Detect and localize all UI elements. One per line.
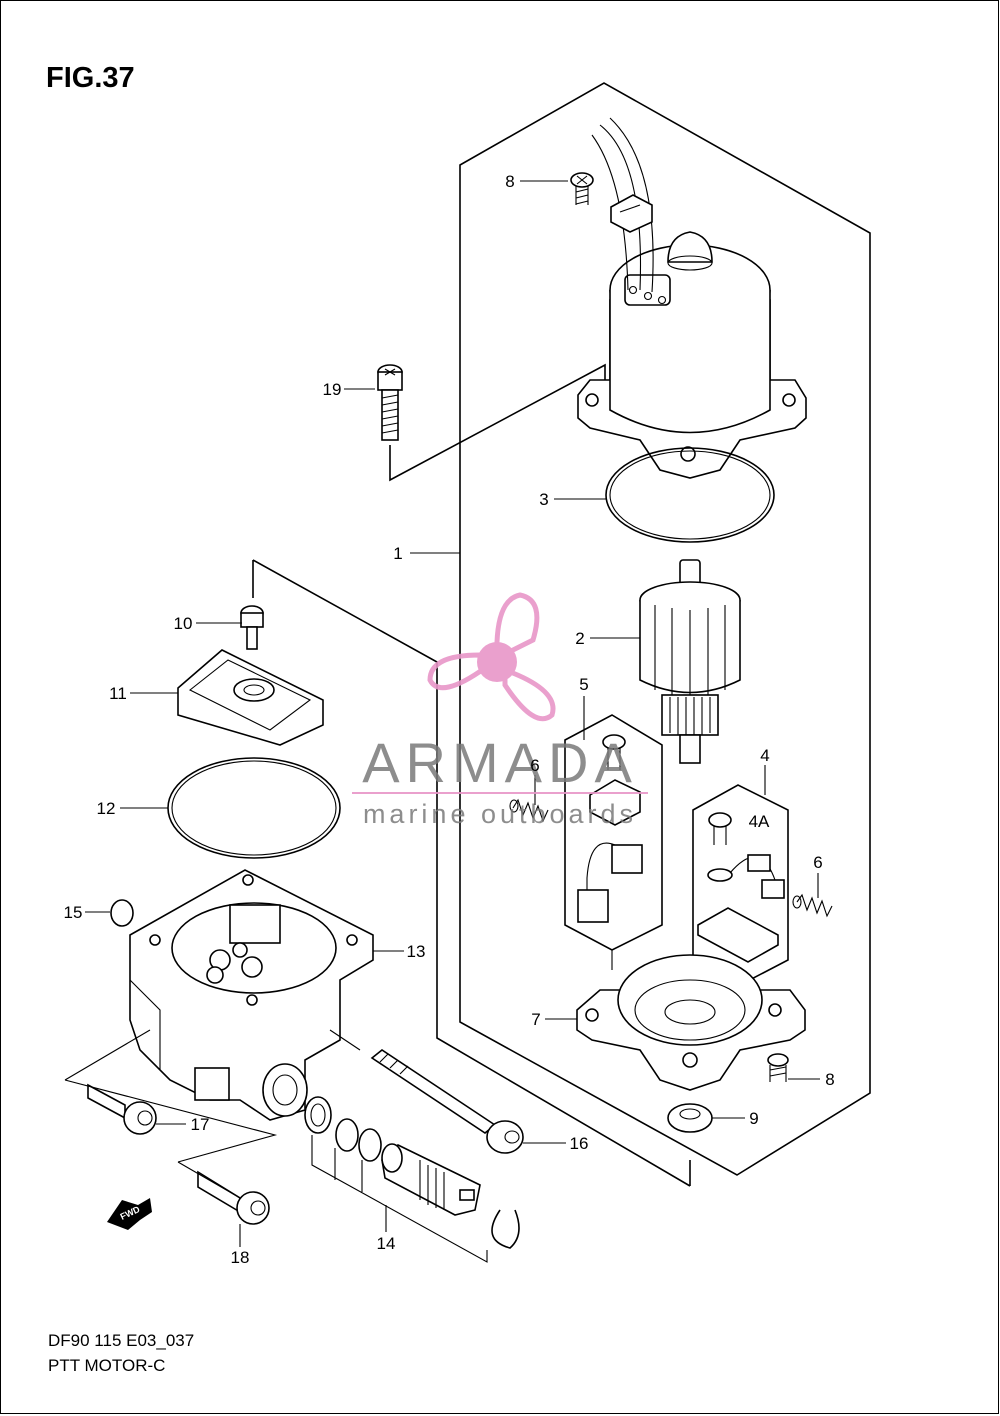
callout-12: 12 bbox=[97, 799, 116, 818]
callout-6: 6 bbox=[530, 756, 539, 775]
reservoir-cap-11 bbox=[177, 649, 324, 746]
callout-6: 6 bbox=[813, 853, 822, 872]
assembly-boundary-inner bbox=[436, 662, 691, 1187]
motor-housing bbox=[577, 117, 807, 479]
callout-8: 8 bbox=[505, 172, 514, 191]
callout-8: 8 bbox=[825, 1070, 834, 1089]
callout-14: 14 bbox=[377, 1234, 396, 1253]
bolt-18 bbox=[197, 1170, 270, 1225]
drawing-name: PTT MOTOR-C bbox=[48, 1356, 166, 1375]
screw-8-bottom bbox=[767, 1053, 789, 1082]
brush-holder-4 bbox=[692, 784, 789, 1010]
bolt-leader-lines bbox=[64, 1029, 278, 1196]
callout-2: 2 bbox=[575, 629, 584, 648]
callout-10: 10 bbox=[174, 614, 193, 633]
bolt-19 bbox=[377, 364, 403, 441]
propeller-icon bbox=[427, 592, 556, 722]
end-housing-7 bbox=[576, 954, 806, 1091]
assembly-bracket-left bbox=[252, 559, 438, 667]
callout-3: 3 bbox=[539, 490, 548, 509]
bolt19-leader-frame bbox=[389, 363, 606, 482]
callout-7: 7 bbox=[531, 1010, 540, 1029]
callout-4: 4 bbox=[760, 746, 769, 765]
spring-6-right bbox=[792, 893, 833, 918]
forward-arrow-icon: FWD bbox=[107, 1198, 152, 1230]
assembly-boundary-outer bbox=[459, 82, 871, 1176]
callout-16: 16 bbox=[570, 1134, 589, 1153]
bolt-17 bbox=[87, 1083, 157, 1135]
callout-leaders bbox=[85, 180, 820, 1247]
brush-holder-5 bbox=[564, 714, 663, 970]
callout-1: 1 bbox=[393, 544, 402, 563]
bolt-16 bbox=[370, 1049, 524, 1154]
callout-19: 19 bbox=[323, 380, 342, 399]
o-ring-3 bbox=[605, 447, 775, 543]
valve-assembly-14 bbox=[304, 1096, 520, 1263]
figure-title: FIG.37 bbox=[46, 62, 135, 94]
spring-6-left bbox=[509, 798, 549, 823]
pin-10 bbox=[240, 605, 264, 650]
callout-4A: 4A bbox=[749, 812, 770, 831]
grommet-9 bbox=[667, 1103, 713, 1133]
drawing-code: DF90 115 E03_037 bbox=[48, 1331, 195, 1350]
o-ring-12 bbox=[167, 757, 341, 859]
callout-5: 5 bbox=[579, 675, 588, 694]
screw-8-top bbox=[570, 172, 594, 205]
armature-2 bbox=[639, 559, 741, 764]
callout-18: 18 bbox=[231, 1248, 250, 1267]
callout-13: 13 bbox=[407, 942, 426, 961]
callout-17: 17 bbox=[191, 1115, 210, 1134]
o-ring-15 bbox=[110, 899, 134, 927]
armada-logo-tagline: marine outboards bbox=[363, 799, 637, 829]
armada-logo bbox=[427, 592, 556, 722]
pump-body-13 bbox=[129, 869, 374, 1121]
callout-9: 9 bbox=[749, 1109, 758, 1128]
armada-logo-wordmark: ARMADA bbox=[362, 731, 638, 794]
callout-15: 15 bbox=[64, 903, 83, 922]
callout-11: 11 bbox=[109, 684, 127, 703]
